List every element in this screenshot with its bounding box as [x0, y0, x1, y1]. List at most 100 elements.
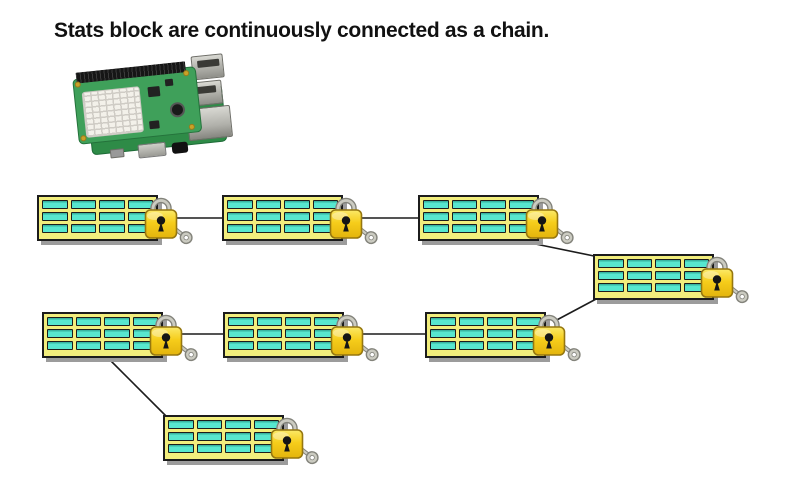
stats-cell [256, 329, 282, 338]
stats-cell [168, 444, 194, 453]
padlock-icon [700, 256, 749, 304]
slide-title: Stats block are continuously connected a… [54, 19, 549, 42]
stats-cell [227, 212, 253, 221]
stats-cell [487, 341, 513, 350]
keyhole [156, 216, 166, 225]
stats-cell [70, 212, 96, 221]
keyhole [161, 333, 171, 342]
stats-cell [256, 341, 282, 350]
chain-link-line [515, 239, 595, 257]
stats-cell [285, 329, 311, 338]
stats-cell [487, 329, 513, 338]
stats-cell [480, 200, 506, 209]
stats-cell [423, 200, 449, 209]
stats-cell [75, 317, 101, 326]
stats-cell [99, 224, 125, 233]
stats-cell [626, 259, 652, 268]
stats-cell [70, 200, 96, 209]
stats-cell [225, 444, 251, 453]
stats-cell [284, 212, 310, 221]
stats-cell [480, 224, 506, 233]
stats-cell [458, 329, 484, 338]
stats-cell [255, 200, 281, 209]
padlock-icon [270, 417, 319, 465]
stats-cell [256, 317, 282, 326]
stats-cell [168, 420, 194, 429]
stats-cell [255, 212, 281, 221]
stats-cell [655, 259, 681, 268]
stats-cell-grid [39, 197, 156, 239]
keyhole [342, 333, 352, 342]
stats-block [37, 195, 193, 245]
stats-cell [284, 224, 310, 233]
keyhole [712, 275, 722, 284]
stats-block [223, 312, 379, 362]
stats-cell [75, 341, 101, 350]
stats-block [42, 312, 198, 362]
stats-cell [655, 283, 681, 292]
stats-block [222, 195, 378, 245]
stats-cell [196, 432, 222, 441]
padlock-icon [525, 197, 574, 245]
stats-cell [104, 341, 130, 350]
stats-cell [430, 329, 456, 338]
stats-cell [227, 200, 253, 209]
stats-cell-grid [595, 256, 712, 298]
stats-cell [458, 317, 484, 326]
stats-cell-grid [165, 417, 282, 459]
stats-cell [47, 317, 73, 326]
stats-cell [168, 432, 194, 441]
stats-cell-grid [225, 314, 342, 356]
keyhole [537, 216, 547, 225]
stats-cell [104, 317, 130, 326]
stats-cell [598, 283, 624, 292]
stats-cell [255, 224, 281, 233]
stats-block [593, 254, 749, 304]
stats-cell [285, 341, 311, 350]
stats-cell [225, 420, 251, 429]
stats-cell [458, 341, 484, 350]
stats-block [163, 415, 319, 465]
padlock-icon [532, 314, 581, 362]
stats-cell [228, 341, 254, 350]
keyhole [341, 216, 351, 225]
stats-cell [104, 329, 130, 338]
stats-cell [626, 283, 652, 292]
keyhole [282, 436, 292, 445]
stats-cell [228, 317, 254, 326]
stats-cell-grid [420, 197, 537, 239]
stats-block [425, 312, 581, 362]
stats-cell [99, 212, 125, 221]
stats-cell [99, 200, 125, 209]
stats-cell [285, 317, 311, 326]
stats-cell [480, 212, 506, 221]
chain-link-line [107, 357, 167, 417]
stats-cell [42, 200, 68, 209]
stats-cell [487, 317, 513, 326]
stats-cell [423, 212, 449, 221]
stats-cell [228, 329, 254, 338]
stats-cell [598, 271, 624, 280]
stats-cell-grid [427, 314, 544, 356]
stats-cell [47, 341, 73, 350]
padlock-icon [330, 314, 379, 362]
padlock-icon [144, 197, 193, 245]
keyhole [544, 333, 554, 342]
stats-cell [451, 200, 477, 209]
stats-cell [626, 271, 652, 280]
stats-cell [423, 224, 449, 233]
stats-cell [196, 420, 222, 429]
stats-cell [196, 444, 222, 453]
stats-cell [655, 271, 681, 280]
stats-cell [42, 212, 68, 221]
padlock-icon [329, 197, 378, 245]
stats-cell [284, 200, 310, 209]
padlock-icon [149, 314, 198, 362]
stats-cell-grid [44, 314, 161, 356]
stats-cell [430, 317, 456, 326]
stats-cell [70, 224, 96, 233]
stats-cell [598, 259, 624, 268]
stats-cell [451, 212, 477, 221]
